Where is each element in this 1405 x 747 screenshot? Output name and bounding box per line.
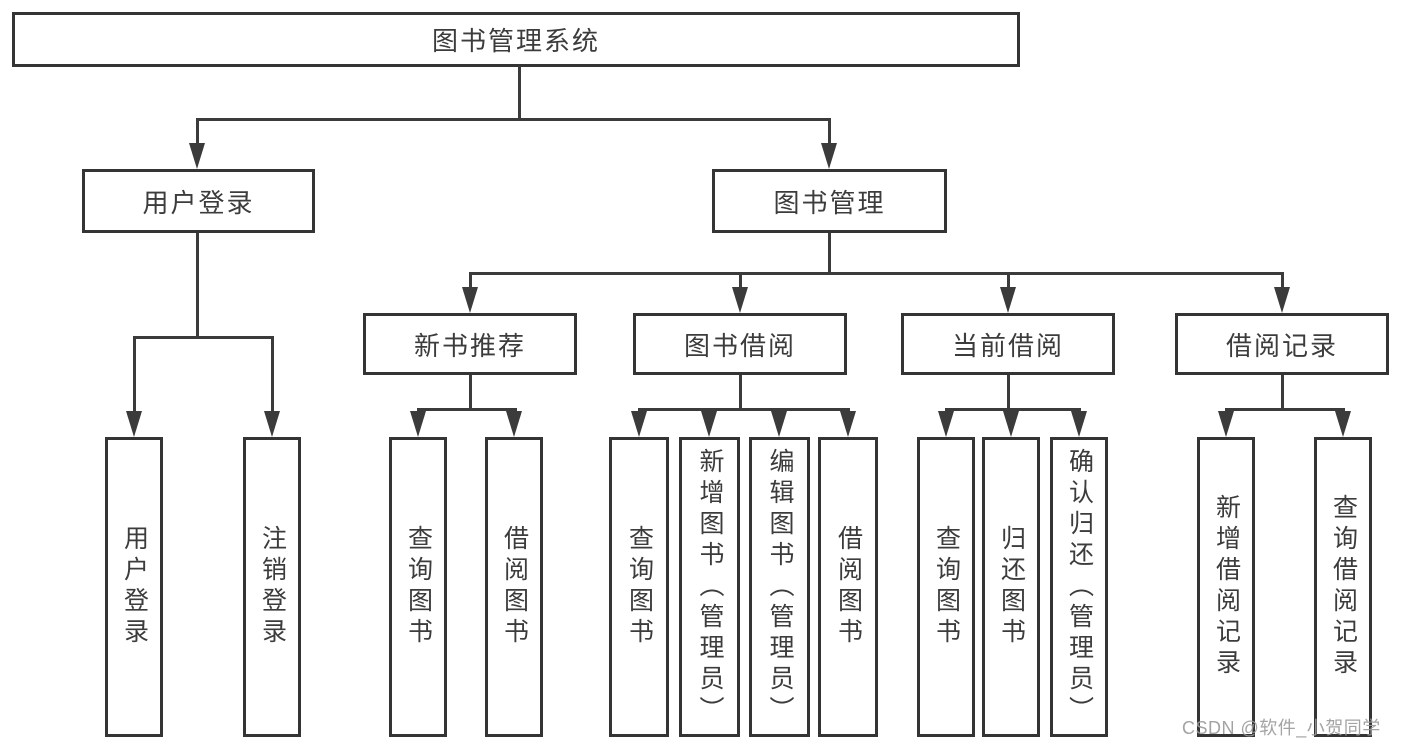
connector-drop-leaf-user-login <box>133 336 136 413</box>
connector-level2-bar <box>196 118 831 121</box>
arrowhead-query-books-recommend <box>410 411 426 437</box>
arrowhead-leaf-user-login <box>126 411 142 437</box>
arrowhead-borrow-books-recommend <box>506 411 522 437</box>
connector-drop-user-login <box>196 118 199 148</box>
node-book-borrowing: 图书借阅 <box>633 313 847 375</box>
connector-root-stub <box>518 66 521 118</box>
leaf-borrow-books: 借阅图书 <box>818 437 878 737</box>
node-root-library-management-system: 图书管理系统 <box>12 12 1020 67</box>
arrowhead-borrowing-records <box>1274 287 1290 313</box>
connector-records-stub <box>1281 375 1284 410</box>
leaf-query-borrow-record: 查询借阅记录 <box>1314 437 1372 737</box>
arrowhead-edit-book-admin <box>771 411 787 437</box>
arrowhead-user-login <box>189 143 205 169</box>
connector-user-login-stub <box>196 233 199 339</box>
node-book-management: 图书管理 <box>712 169 947 233</box>
connector-borrowing-stub <box>739 375 742 410</box>
arrowhead-query-books-current <box>938 411 954 437</box>
connector-records-bar <box>1225 408 1345 411</box>
arrowhead-borrow-books <box>840 411 856 437</box>
connector-borrowing-bar <box>638 408 850 411</box>
node-current-borrowing: 当前借阅 <box>901 313 1115 375</box>
connector-recommend-stub <box>469 375 472 410</box>
leaf-add-book-admin: 新增图书（管理员） <box>679 437 740 737</box>
arrowhead-add-book-admin <box>701 411 717 437</box>
arrowhead-book-borrowing <box>732 287 748 313</box>
arrowhead-confirm-return-admin <box>1071 411 1087 437</box>
connector-drop-current-borrowing <box>1007 272 1010 290</box>
leaf-query-books-borrowing: 查询图书 <box>609 437 669 737</box>
node-new-book-recommendation: 新书推荐 <box>363 313 577 375</box>
arrowhead-add-borrow-record <box>1218 411 1234 437</box>
leaf-query-books-recommend: 查询图书 <box>389 437 447 737</box>
arrowhead-current-borrowing <box>1000 287 1016 313</box>
node-borrowing-records: 借阅记录 <box>1175 313 1389 375</box>
leaf-borrow-books-recommend: 借阅图书 <box>485 437 543 737</box>
connector-current-stub <box>1007 375 1010 410</box>
csdn-watermark: CSDN @软件_小贺同学 <box>1182 718 1381 738</box>
arrowhead-return-books <box>1003 411 1019 437</box>
node-user-login: 用户登录 <box>82 169 315 233</box>
arrowhead-new-book-recommendation <box>462 287 478 313</box>
connector-drop-book-borrowing <box>739 272 742 290</box>
connector-user-login-bar <box>133 336 274 339</box>
connector-book-management-stub <box>828 233 831 274</box>
connector-drop-borrowing-records <box>1281 272 1284 290</box>
arrowhead-book-management <box>821 143 837 169</box>
leaf-edit-book-admin: 编辑图书（管理员） <box>749 437 810 737</box>
arrowhead-query-borrow-record <box>1335 411 1351 437</box>
leaf-logout: 注销登录 <box>243 437 301 737</box>
connector-recommend-bar <box>417 408 517 411</box>
connector-current-bar <box>945 408 1081 411</box>
leaf-user-login: 用户登录 <box>105 437 163 737</box>
leaf-confirm-return-admin: 确认归还（管理员） <box>1050 437 1108 737</box>
leaf-return-books: 归还图书 <box>982 437 1040 737</box>
connector-drop-leaf-logout <box>271 336 274 413</box>
connector-drop-book-management <box>828 118 831 148</box>
leaf-add-borrow-record: 新增借阅记录 <box>1197 437 1255 737</box>
arrowhead-query-books-borrowing <box>631 411 647 437</box>
connector-drop-new-book-recommendation <box>469 272 472 290</box>
connector-level3-bar <box>469 272 1283 275</box>
arrowhead-leaf-logout <box>264 411 280 437</box>
leaf-query-books-current: 查询图书 <box>917 437 975 737</box>
